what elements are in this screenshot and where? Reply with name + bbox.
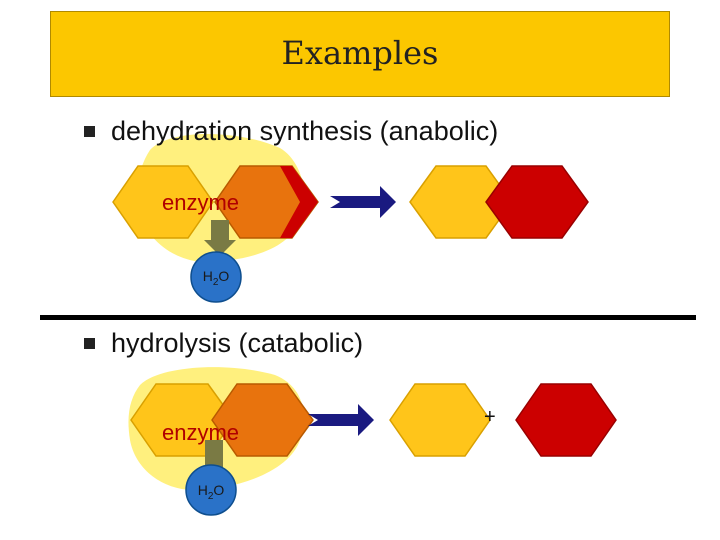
title-banner: Examples — [50, 11, 670, 97]
water-label-1: H2O — [202, 268, 230, 288]
enzyme-label-2: enzyme — [162, 420, 240, 445]
enzyme-arrow-head-1 — [204, 240, 236, 256]
bullet-dehydration: dehydration synthesis (anabolic) — [84, 116, 498, 147]
bullet-square-icon — [84, 338, 95, 349]
slide-title: Examples — [281, 34, 439, 72]
water-molecule-2 — [185, 464, 237, 516]
hexagon-orange-2 — [211, 383, 314, 457]
plus-sign: + — [484, 406, 496, 428]
product-hexagon-red-2 — [515, 383, 617, 457]
enzyme-arrow-shaft-2 — [205, 440, 223, 470]
hexagon-red-edge-1 — [280, 166, 318, 238]
enzyme-arrow-shaft-1 — [211, 220, 229, 242]
reaction-arrow-2 — [308, 404, 374, 436]
product-hexagon-red-1 — [485, 165, 589, 239]
hexagon-yellow-1 — [112, 165, 214, 239]
bullet-square-icon — [84, 126, 95, 137]
bullet-text: dehydration synthesis (anabolic) — [111, 116, 499, 146]
enzyme-label-1: enzyme — [162, 190, 240, 215]
bullet-hydrolysis: hydrolysis (catabolic) — [84, 328, 363, 359]
reaction-arrow-1 — [330, 186, 396, 218]
product-hexagon-yellow-2 — [389, 383, 491, 457]
water-molecule-1 — [190, 251, 242, 303]
bullet-text: hydrolysis (catabolic) — [111, 328, 364, 358]
section-divider — [40, 315, 696, 320]
water-label-2: H2O — [197, 482, 225, 502]
